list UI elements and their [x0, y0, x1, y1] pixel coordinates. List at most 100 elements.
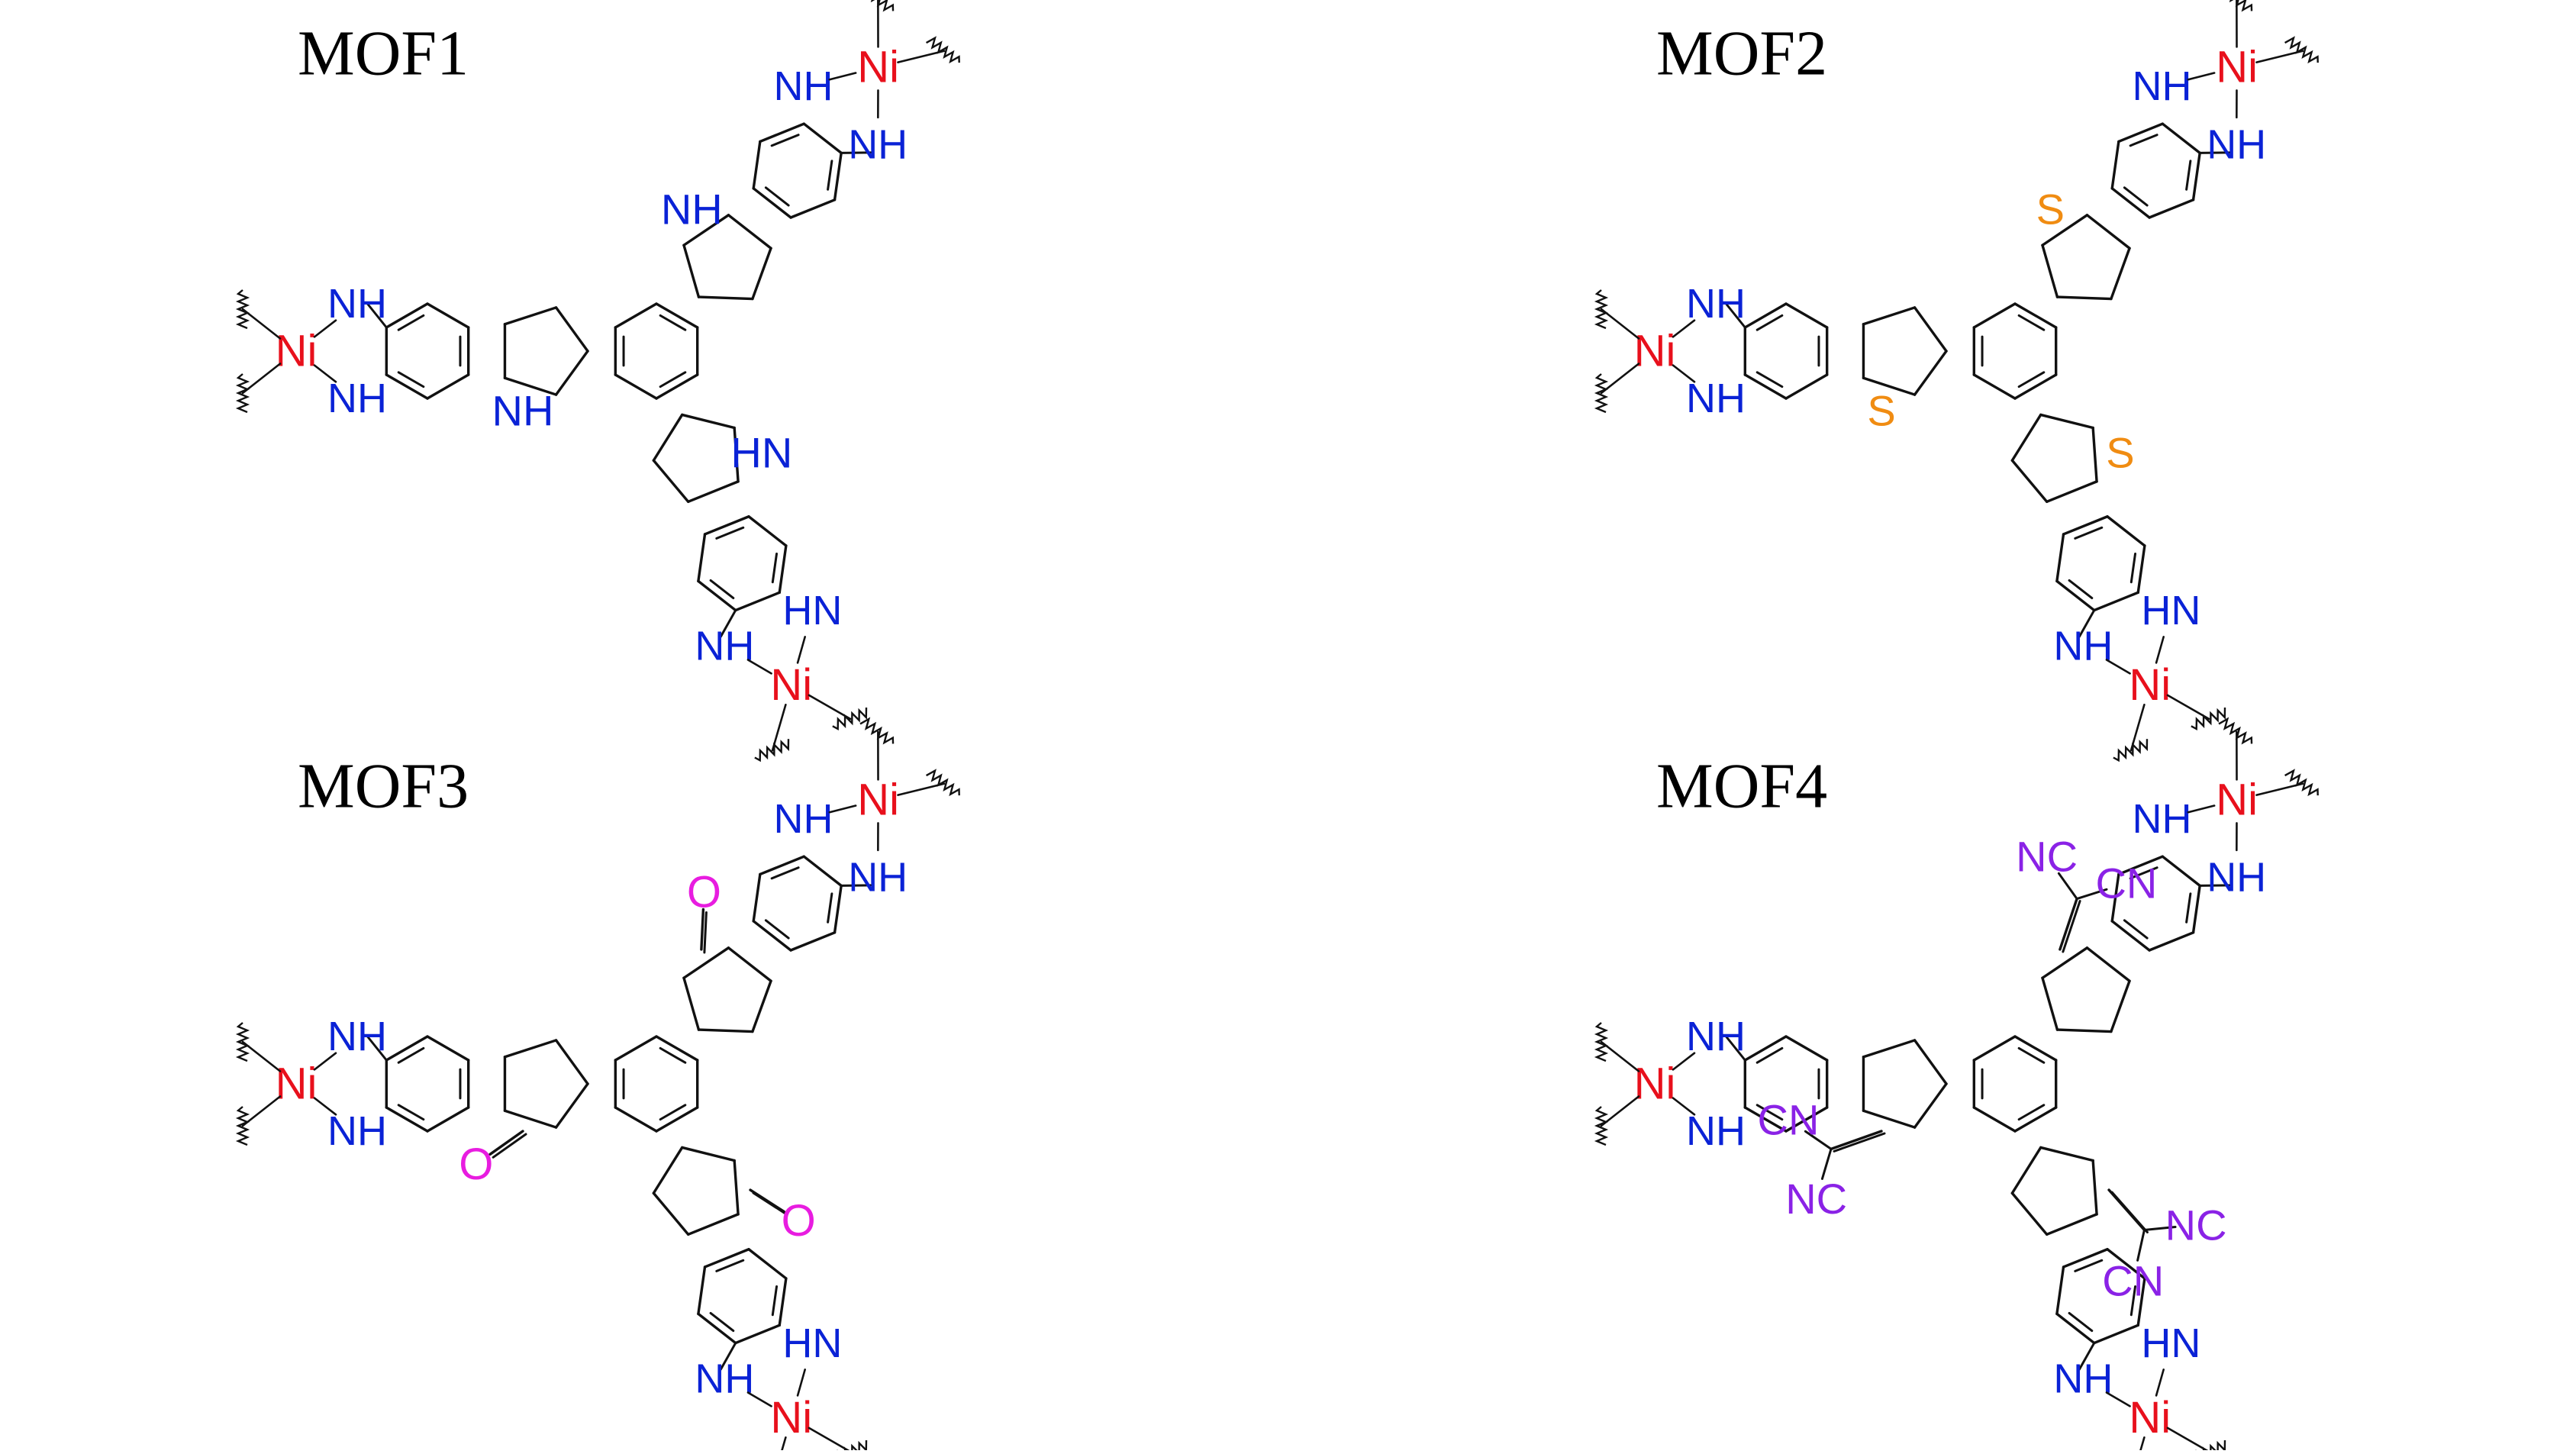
benzo-ring-bond	[2138, 546, 2145, 592]
nickel-label: Ni	[276, 327, 318, 376]
panel-title: MOF2	[1656, 18, 1827, 89]
five-ring-bond	[2047, 1214, 2097, 1234]
ni-extension-bond	[243, 1097, 280, 1127]
benzo-ring-bond	[791, 933, 834, 950]
five-ring-bond	[2042, 245, 2057, 297]
wavy-bond	[2285, 771, 2318, 795]
amine-nh-label: NH	[2132, 796, 2191, 842]
five-ring-bond	[1915, 351, 1946, 395]
five-ring-bond	[1915, 308, 1946, 351]
amine-nh-label: NH	[2053, 624, 2113, 669]
benzo-ring-bond	[779, 1278, 786, 1325]
panel-title: MOF3	[298, 751, 469, 822]
carbonyl-bond	[490, 1131, 523, 1154]
five-ring-bond	[728, 948, 771, 981]
five-ring-bond	[684, 948, 728, 978]
cyano-label: NC	[1785, 1175, 1847, 1223]
five-ring-bond	[1863, 1040, 1914, 1057]
amine-nh-label: HN	[2141, 588, 2200, 634]
benzo-ring-bond	[804, 856, 841, 885]
ni-extension-bond	[243, 309, 280, 339]
ni-extension-bond	[2257, 784, 2304, 795]
nickel-label: Ni	[857, 43, 899, 92]
coordination-bond	[2156, 637, 2164, 663]
benzo-ring-bond	[2094, 592, 2138, 610]
nickel-label: Ni	[2216, 775, 2258, 825]
benzo-ring-bond	[736, 592, 779, 610]
five-ring-bond	[688, 482, 738, 501]
exocyclic-bond	[1831, 1131, 1881, 1149]
wavy-bond	[2285, 38, 2318, 63]
benzo-ring-double-bond	[772, 1286, 776, 1314]
thiophene-s-label: S	[2106, 429, 2134, 477]
five-ring-bond	[734, 1161, 738, 1214]
wavy-bond	[755, 739, 788, 760]
benzo-ring-double-bond	[711, 580, 733, 598]
benzo-ring-bond	[427, 375, 469, 398]
benzo-ring-double-bond	[2124, 920, 2147, 938]
benzo-ring-bond	[804, 124, 841, 153]
nickel-label: Ni	[1634, 327, 1676, 376]
coordination-bond	[314, 1098, 336, 1115]
benzo-ring-bond	[760, 856, 804, 874]
amine-nh-label: NH	[2132, 63, 2191, 109]
cyano-label: CN	[1758, 1095, 1820, 1143]
five-ring-bond	[1915, 1084, 1946, 1127]
benzo-ring-double-bond	[2187, 894, 2191, 922]
amine-nh-label: HN	[782, 1320, 842, 1366]
five-ring-bond	[1863, 1111, 1914, 1127]
five-ring-bond	[653, 460, 688, 501]
exocyclic-double-bond	[2063, 901, 2080, 952]
carbonyl-o-label: O	[782, 1196, 816, 1246]
coordination-bond	[2156, 1369, 2164, 1395]
ni-extension-bond	[243, 364, 280, 394]
five-ring-bond	[2111, 981, 2129, 1031]
exocyclic-double-bond	[1834, 1133, 1884, 1151]
coordination-bond	[314, 1053, 336, 1070]
wavy-bond	[860, 719, 893, 743]
central-ring-bond	[1974, 1036, 2015, 1060]
benzo-ring-bond	[2194, 885, 2200, 932]
thiophene-s-label: S	[2036, 185, 2065, 234]
nickel-label: Ni	[770, 660, 812, 710]
thiophene-s-label: S	[1867, 387, 1895, 435]
benzo-ring-bond	[1786, 375, 1827, 398]
benzo-ring-double-bond	[772, 553, 776, 582]
wavy-bond	[2219, 719, 2252, 743]
benzo-ring-bond	[835, 153, 842, 199]
nickel-label: Ni	[2129, 1393, 2171, 1443]
five-ring-bond	[1863, 308, 1914, 324]
five-ring-bond	[2041, 1147, 2093, 1160]
benzo-ring-bond	[427, 1036, 469, 1060]
exocyclic-double-bond	[2112, 1192, 2147, 1232]
benzo-ring-bond	[2119, 124, 2162, 141]
nickel-label: Ni	[2129, 660, 2171, 710]
amine-nh-label: NH	[2207, 854, 2266, 900]
carbonyl-o-label: O	[687, 868, 721, 917]
benzo-ring-bond	[779, 546, 786, 592]
benzo-ring-double-bond	[766, 188, 788, 205]
five-ring-bond	[505, 1040, 556, 1057]
benzo-ring-bond	[1786, 304, 1827, 327]
coordination-bond	[1673, 1053, 1694, 1070]
five-ring-bond	[2012, 460, 2046, 501]
nickel-label: Ni	[276, 1059, 318, 1109]
benzo-ring-bond	[698, 534, 705, 581]
five-ring-bond	[2111, 248, 2129, 298]
five-ring-bond	[2087, 948, 2129, 981]
five-ring-bond	[2012, 1193, 2046, 1234]
ni-extension-bond	[1601, 309, 1639, 339]
five-ring-bond	[2042, 978, 2057, 1030]
coordination-bond	[2188, 73, 2214, 80]
ni-extension-bond	[1601, 1042, 1639, 1072]
coordination-bond	[798, 637, 805, 663]
cyano-label: CN	[2102, 1256, 2164, 1304]
central-ring-bond	[615, 1036, 656, 1060]
five-ring-bond	[505, 1111, 556, 1127]
benzo-ring-bond	[753, 874, 760, 920]
benzo-ring-bond	[2064, 1249, 2107, 1267]
amine-nh-label: NH	[848, 854, 908, 900]
five-ring-bond	[556, 351, 588, 395]
